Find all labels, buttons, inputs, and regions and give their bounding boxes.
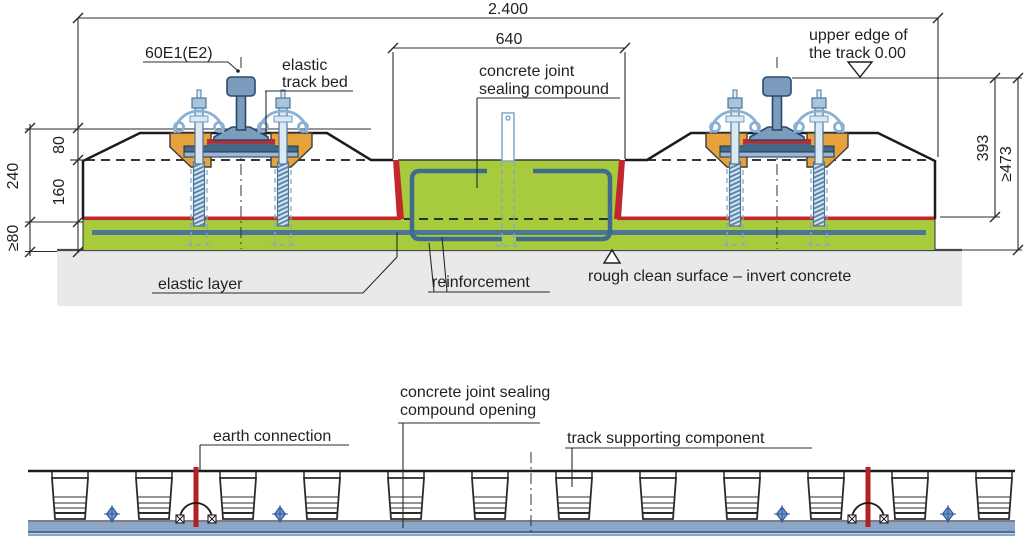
reinforcement-label: reinforcement xyxy=(432,274,530,291)
dim-tick xyxy=(24,246,36,258)
screw-thread xyxy=(728,161,742,227)
track-supporting-component-block xyxy=(135,471,173,520)
left-slab xyxy=(83,133,401,217)
upper-edge-label: upper edge of xyxy=(809,27,908,44)
rail-head xyxy=(762,76,792,97)
track-supporting-component-block xyxy=(51,471,89,520)
dim-joint-width: 640 xyxy=(496,31,523,48)
joint-left-red-edge xyxy=(393,160,404,219)
rail-pad xyxy=(743,139,811,144)
annotations-cross-section: 60E1(E2) elastic track bed concrete join… xyxy=(143,27,908,294)
rough-surface-label: rough clean surface – invert concrete xyxy=(588,268,851,285)
dim-min80: ≥80 xyxy=(5,225,22,252)
dim-tick xyxy=(72,122,84,134)
dim-393: 393 xyxy=(975,135,992,162)
screw-shaft xyxy=(730,105,740,165)
earth-connection-marker xyxy=(847,467,889,527)
screw-shaft xyxy=(194,105,204,165)
rail-web xyxy=(235,91,247,131)
dim-160: 160 xyxy=(51,179,68,206)
dim-tick xyxy=(1012,72,1024,84)
dim-min473: ≥473 xyxy=(998,146,1015,182)
screw-head xyxy=(275,97,291,109)
dowel-diamond-icon xyxy=(104,505,120,523)
rail-web xyxy=(771,91,783,131)
dim-tick xyxy=(989,72,1001,84)
track-supporting-component-block xyxy=(639,471,677,520)
track-component-label: track supporting component xyxy=(567,430,765,447)
svg-text:sealing compound: sealing compound xyxy=(479,81,609,98)
level-marker-icon xyxy=(846,61,874,79)
rail-foot xyxy=(749,126,805,141)
track-supporting-component-block xyxy=(219,471,257,520)
dim-tick xyxy=(24,216,36,228)
track-supporting-component-block xyxy=(723,471,761,520)
dowel-diamond-icon xyxy=(774,505,790,523)
surface-marker-icon xyxy=(602,248,622,264)
track-supporting-component-block xyxy=(303,471,341,520)
screw-shaft xyxy=(278,105,288,165)
dim-tick xyxy=(989,211,1001,223)
base-layer-band xyxy=(28,522,1015,532)
dim-tick xyxy=(1012,244,1024,256)
track-supporting-component-block xyxy=(387,471,425,520)
track-supporting-component-block xyxy=(555,471,593,520)
rail-assembly xyxy=(169,57,313,249)
sealing-compound-label: concrete joint xyxy=(479,63,575,80)
earth-connection-marker xyxy=(175,467,217,527)
dim-tick xyxy=(72,12,84,24)
track-supporting-component-block xyxy=(471,471,509,520)
dimensions: 2.400 640 80 160 240 ≥80 393 ≥473 xyxy=(5,1,1024,258)
dim-tick xyxy=(619,42,631,54)
opening-label: concrete joint sealing xyxy=(400,384,550,401)
dim-tick xyxy=(72,154,84,166)
svg-text:track bed: track bed xyxy=(282,74,348,91)
elastic-track-bed-label: elastic xyxy=(282,57,327,74)
red-layer-lines xyxy=(83,160,935,221)
reinforcement-bar xyxy=(92,230,926,235)
track-supporting-component-block xyxy=(891,471,929,520)
dim-tick xyxy=(72,216,84,228)
right-slab xyxy=(617,133,935,217)
rail-head xyxy=(226,76,256,97)
dowel-diamond-icon xyxy=(272,505,288,523)
rail-assembly xyxy=(705,57,849,249)
joint-reinforcement-hoops xyxy=(409,168,613,242)
rail-foot xyxy=(213,126,269,141)
screw-head xyxy=(727,97,743,109)
joint-right-red-edge xyxy=(614,160,625,219)
dim-tick xyxy=(932,12,944,24)
svg-text:the track 0.00: the track 0.00 xyxy=(809,45,906,62)
rail-type-label: 60E1(E2) xyxy=(145,45,213,62)
rail-pad xyxy=(207,139,275,144)
svg-text:compound opening: compound opening xyxy=(400,402,536,419)
annotations-longitudinal: concrete joint sealing compound opening … xyxy=(199,384,812,528)
screw-thread xyxy=(812,161,826,227)
screw-head xyxy=(811,97,827,109)
dim-tick xyxy=(387,42,399,54)
screw-head xyxy=(191,97,207,109)
dim-tick xyxy=(24,122,36,134)
track-supporting-component-block xyxy=(807,471,845,520)
dim-tick xyxy=(72,246,84,258)
screw-thread xyxy=(192,161,206,227)
dim-80: 80 xyxy=(51,136,68,154)
track-slabs xyxy=(83,133,935,217)
sealing-opening-tube xyxy=(495,112,521,247)
dim-overall-width: 2.400 xyxy=(488,1,528,18)
dowel-diamond-icon xyxy=(940,505,956,523)
earth-connection-label: earth connection xyxy=(213,428,331,445)
joint-sealing-block xyxy=(398,160,620,219)
track-supporting-component-block xyxy=(975,471,1013,520)
dim-240: 240 xyxy=(5,163,22,190)
screw-shaft xyxy=(814,105,824,165)
screw-thread xyxy=(276,161,290,227)
elastic-layer-label: elastic layer xyxy=(158,276,243,293)
